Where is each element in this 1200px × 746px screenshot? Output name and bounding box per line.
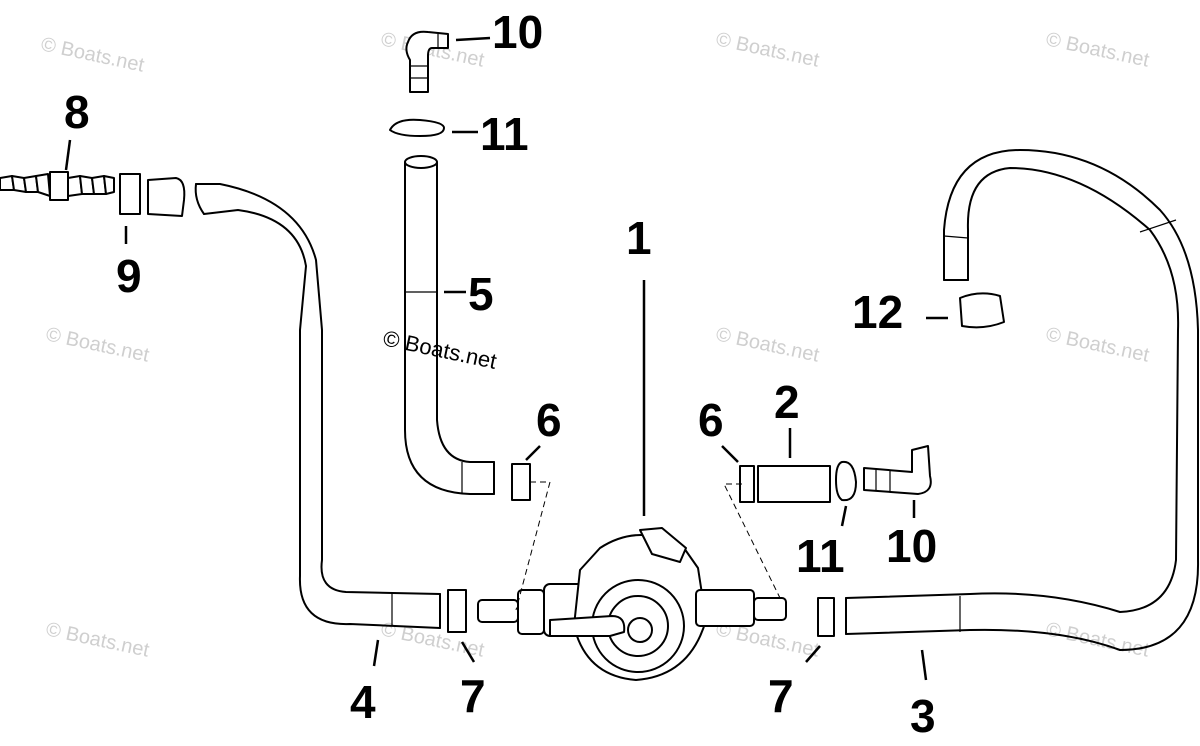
watermark: © Boats.net bbox=[1044, 323, 1152, 366]
callout-5: 5 bbox=[468, 268, 494, 320]
part-6-sleeve bbox=[511, 463, 531, 501]
callout-6-right: 6 bbox=[698, 394, 724, 446]
watermark: © Boats.net bbox=[39, 33, 147, 76]
callout-4: 4 bbox=[350, 676, 376, 728]
callout-1: 1 bbox=[626, 212, 652, 264]
assembly-lines bbox=[515, 481, 781, 611]
part-10-elbow-fitting-right bbox=[863, 445, 932, 495]
part-1-filter-assembly bbox=[477, 527, 787, 681]
part-3-hose bbox=[845, 149, 1200, 651]
callout-6: 6 bbox=[536, 394, 562, 446]
part-7-sleeve-right bbox=[817, 597, 835, 637]
callout-10-right: 10 bbox=[886, 520, 937, 572]
callout-3: 3 bbox=[910, 690, 936, 742]
callout-12: 12 bbox=[852, 286, 903, 338]
callout-10: 10 bbox=[492, 6, 543, 58]
part-8-barbed-fitting bbox=[0, 171, 115, 201]
leader-lines bbox=[64, 36, 948, 681]
watermark: © Boats.net bbox=[44, 618, 152, 661]
callouts: 10 11 8 9 5 1 6 6 2 12 11 10 4 7 7 3 bbox=[64, 6, 937, 742]
part-6-sleeve-right bbox=[739, 465, 755, 503]
part-12-clamp bbox=[959, 292, 1005, 329]
callout-11: 11 bbox=[480, 108, 529, 160]
watermark: © Boats.net bbox=[44, 323, 152, 366]
callout-2: 2 bbox=[774, 376, 800, 428]
watermark: © Boats.net bbox=[714, 28, 822, 71]
part-2-tube bbox=[757, 465, 831, 503]
part-9-sleeve bbox=[119, 173, 141, 215]
part-4-hose bbox=[147, 177, 441, 629]
part-7-sleeve bbox=[447, 589, 467, 633]
part-11-clip-right bbox=[835, 460, 857, 502]
callout-7: 7 bbox=[460, 670, 486, 722]
callout-8: 8 bbox=[64, 86, 90, 138]
watermark-center: © Boats.net bbox=[381, 325, 499, 373]
watermark: © Boats.net bbox=[1044, 618, 1152, 661]
callout-7-right: 7 bbox=[768, 670, 794, 722]
callout-11-right: 11 bbox=[796, 530, 845, 582]
part-11-clip bbox=[389, 118, 445, 137]
watermark: © Boats.net bbox=[1044, 28, 1152, 71]
part-5-hose bbox=[404, 155, 495, 495]
part-10-elbow-fitting bbox=[405, 30, 449, 93]
watermark: © Boats.net bbox=[714, 323, 822, 366]
callout-9: 9 bbox=[116, 250, 142, 302]
